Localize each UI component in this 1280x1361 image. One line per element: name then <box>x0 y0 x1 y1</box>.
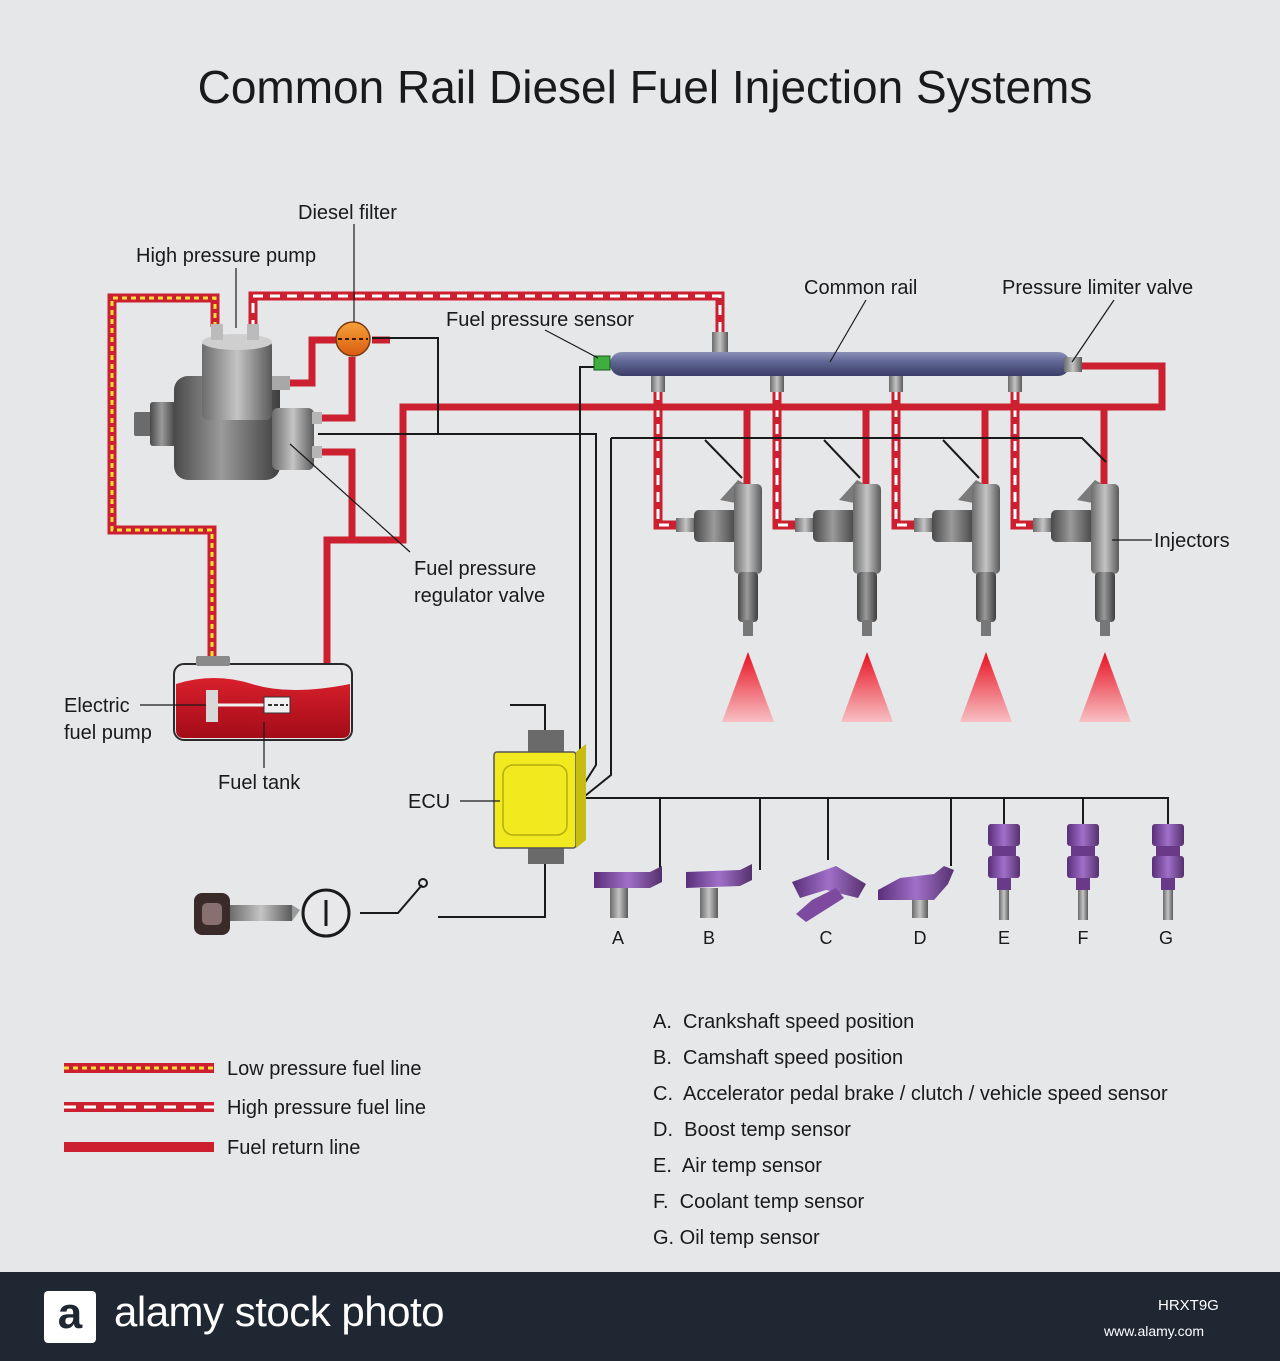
label-high-pressure-pump: High pressure pump <box>136 245 316 267</box>
fuel-return-line <box>290 336 1166 667</box>
page-title: Common Rail Diesel Fuel Injection System… <box>198 61 1093 113</box>
high-pressure-pump <box>134 324 322 480</box>
label-fuel-tank: Fuel tank <box>218 772 301 794</box>
sensor-letter: A <box>612 928 624 948</box>
fuel-system-diagram: Common Rail Diesel Fuel Injection System… <box>64 61 1230 1249</box>
footer-website[interactable]: www.alamy.com <box>1104 1323 1205 1339</box>
sensor-list-item: G. Oil temp sensor <box>653 1227 820 1249</box>
injector <box>914 480 1012 722</box>
label-electric-line2: fuel pump <box>64 722 152 744</box>
electric-fuel-pump <box>206 690 291 722</box>
label-diesel-filter: Diesel filter <box>298 202 397 224</box>
fuel-pressure-sensor <box>593 355 611 371</box>
sensor-list-item: A. Crankshaft speed position <box>653 1011 914 1033</box>
legend-return-label: Fuel return line <box>227 1137 360 1159</box>
label-common-rail: Common rail <box>804 277 917 299</box>
legend: Low pressure fuel line High pressure fue… <box>64 1058 426 1159</box>
sensor-letter: G <box>1159 928 1173 948</box>
sensor-b <box>686 864 752 918</box>
fuel-tank <box>173 656 353 741</box>
sensor-list-item: B. Camshaft speed position <box>653 1047 903 1069</box>
sensor-list-item: D. Boost temp sensor <box>653 1119 851 1141</box>
label-regulator-line2: regulator valve <box>414 585 545 607</box>
legend-high-pressure: High pressure fuel line <box>64 1097 426 1119</box>
legend-low-pressure: Low pressure fuel line <box>64 1058 422 1080</box>
sensor-list-item: C. Accelerator pedal brake / clutch / ve… <box>653 1083 1168 1105</box>
sensor-a <box>594 866 662 918</box>
label-regulator-line1: Fuel pressure <box>414 558 536 580</box>
footer-brand: alamy stock photo <box>114 1288 445 1335</box>
injector <box>1033 480 1131 722</box>
high-pressure-fuel-line <box>248 291 1033 530</box>
sensor-g <box>1152 824 1184 920</box>
low-pressure-fuel-line <box>107 293 220 690</box>
sensor-c <box>792 866 866 922</box>
label-pressure-limiter-valve: Pressure limiter valve <box>1002 277 1193 299</box>
sensor-letter: C <box>820 928 833 948</box>
sensor-d <box>878 866 954 918</box>
diesel-filter <box>335 321 371 357</box>
sensors <box>594 824 1184 922</box>
label-ecu: ECU <box>408 791 450 813</box>
legend-high-label: High pressure fuel line <box>227 1097 426 1119</box>
injector <box>795 480 893 722</box>
sensor-letter: D <box>914 928 927 948</box>
label-fuel-pressure-sensor: Fuel pressure sensor <box>446 309 634 331</box>
sensor-letter: E <box>998 928 1010 948</box>
sensor-letter: B <box>703 928 715 948</box>
label-injectors: Injectors <box>1154 530 1230 552</box>
sensor-f <box>1067 824 1099 920</box>
footer-image-id: HRXT9G <box>1158 1297 1219 1314</box>
sensor-letter: F <box>1078 928 1089 948</box>
alamy-logo-icon: a <box>44 1291 96 1343</box>
sensor-list-item: E. Air temp sensor <box>653 1155 822 1177</box>
callout-leaders <box>140 224 1152 802</box>
footer-banner: a alamy stock photo HRXT9G www.alamy.com <box>0 1272 1280 1361</box>
ecu <box>493 730 586 864</box>
sensor-list-item: F. Coolant temp sensor <box>653 1191 865 1213</box>
ignition-key <box>194 893 300 935</box>
ignition-switch <box>301 878 428 938</box>
legend-return: Fuel return line <box>64 1137 360 1159</box>
sensor-list: A. Crankshaft speed position B. Camshaft… <box>653 1011 1168 1249</box>
sensor-wires <box>318 337 1169 918</box>
injectors <box>676 480 1131 722</box>
label-electric-line1: Electric <box>64 695 130 717</box>
common-rail <box>610 332 1082 392</box>
injector <box>676 480 774 722</box>
sensor-e <box>988 824 1020 920</box>
legend-low-label: Low pressure fuel line <box>227 1058 422 1080</box>
